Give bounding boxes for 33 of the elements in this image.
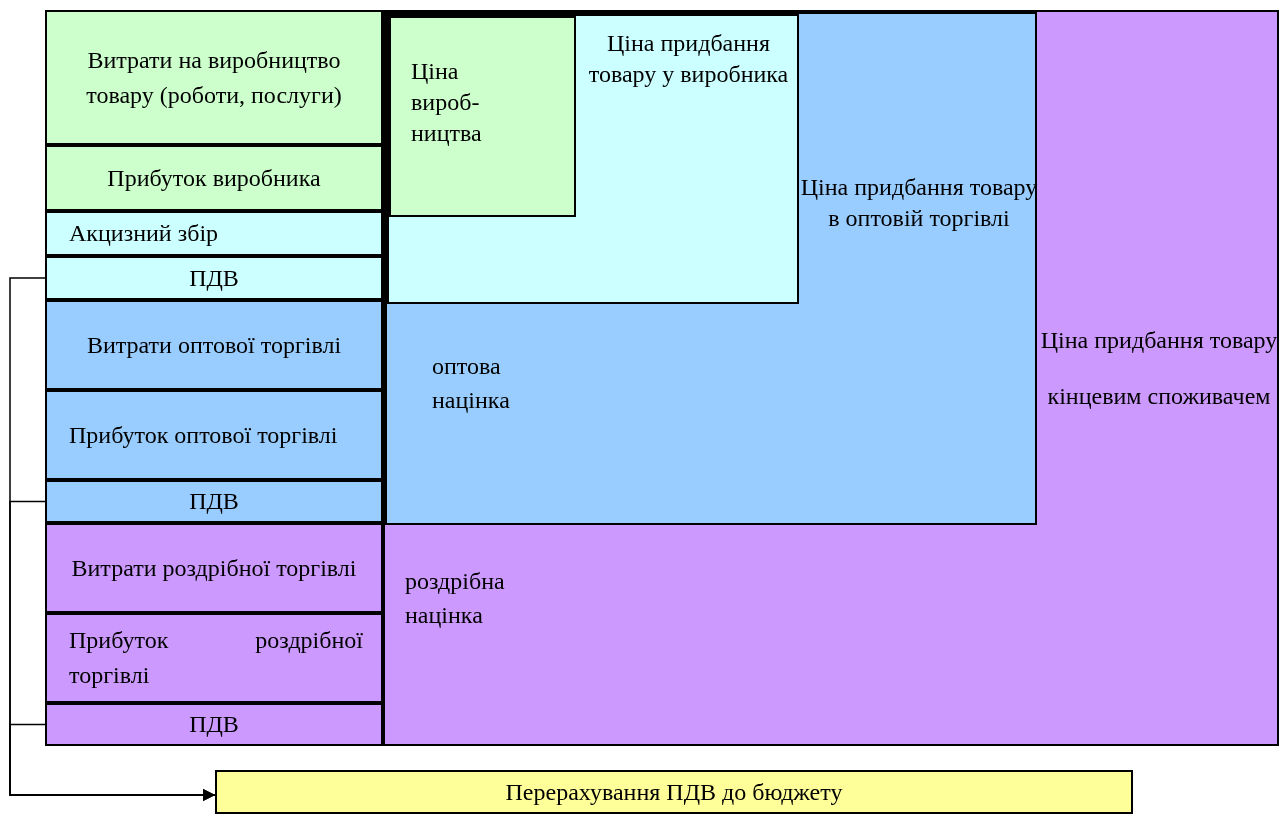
component-label: ПДВ xyxy=(189,263,239,293)
region-label: Ціна придбання товару в оптовій торгівлі xyxy=(799,173,1039,234)
cost-component-box xyxy=(45,300,383,390)
budget-box xyxy=(215,770,1133,814)
cost-component-box xyxy=(45,523,383,613)
cost-component-box xyxy=(45,613,383,703)
cost-component-box xyxy=(45,211,383,256)
component-label: Прибуток оптової торгівлі xyxy=(69,420,339,450)
component-label: Витрати роздрібної торгівлі xyxy=(71,553,357,583)
component-label: Прибуток виробника xyxy=(107,163,321,193)
cost-component-box xyxy=(45,390,383,480)
component-label: Перерахування ПДВ до бюджету xyxy=(505,777,843,807)
region-label: Ціна придбання товару кінцевим споживачем xyxy=(1039,326,1279,412)
price-region xyxy=(383,10,1279,746)
component-label: Витрати оптової торгівлі xyxy=(86,330,342,360)
price-region xyxy=(389,16,576,217)
region-label: Ціна придбання товару у виробника xyxy=(587,29,790,90)
price-region xyxy=(385,12,1037,525)
arrow xyxy=(9,723,216,801)
region-label: Ціна вироб- ництва xyxy=(411,57,483,149)
cost-component-box xyxy=(45,10,383,145)
markup-label: оптова націнка xyxy=(432,352,511,415)
cost-component-box xyxy=(45,703,383,746)
cost-component-box xyxy=(45,256,383,300)
cost-component-box xyxy=(45,480,383,523)
component-label: Прибуток роздрібної торгівлі xyxy=(69,626,363,690)
component-label: ПДВ xyxy=(189,487,239,517)
price-region xyxy=(387,14,799,304)
component-label: Витрати на виробництво товару (роботи, послуги) xyxy=(85,45,343,110)
markup-label: роздрібна націнка xyxy=(405,567,506,630)
component-label: ПДВ xyxy=(189,710,239,740)
component-label: Акцизний збір xyxy=(69,219,219,249)
cost-component-box xyxy=(45,145,383,211)
